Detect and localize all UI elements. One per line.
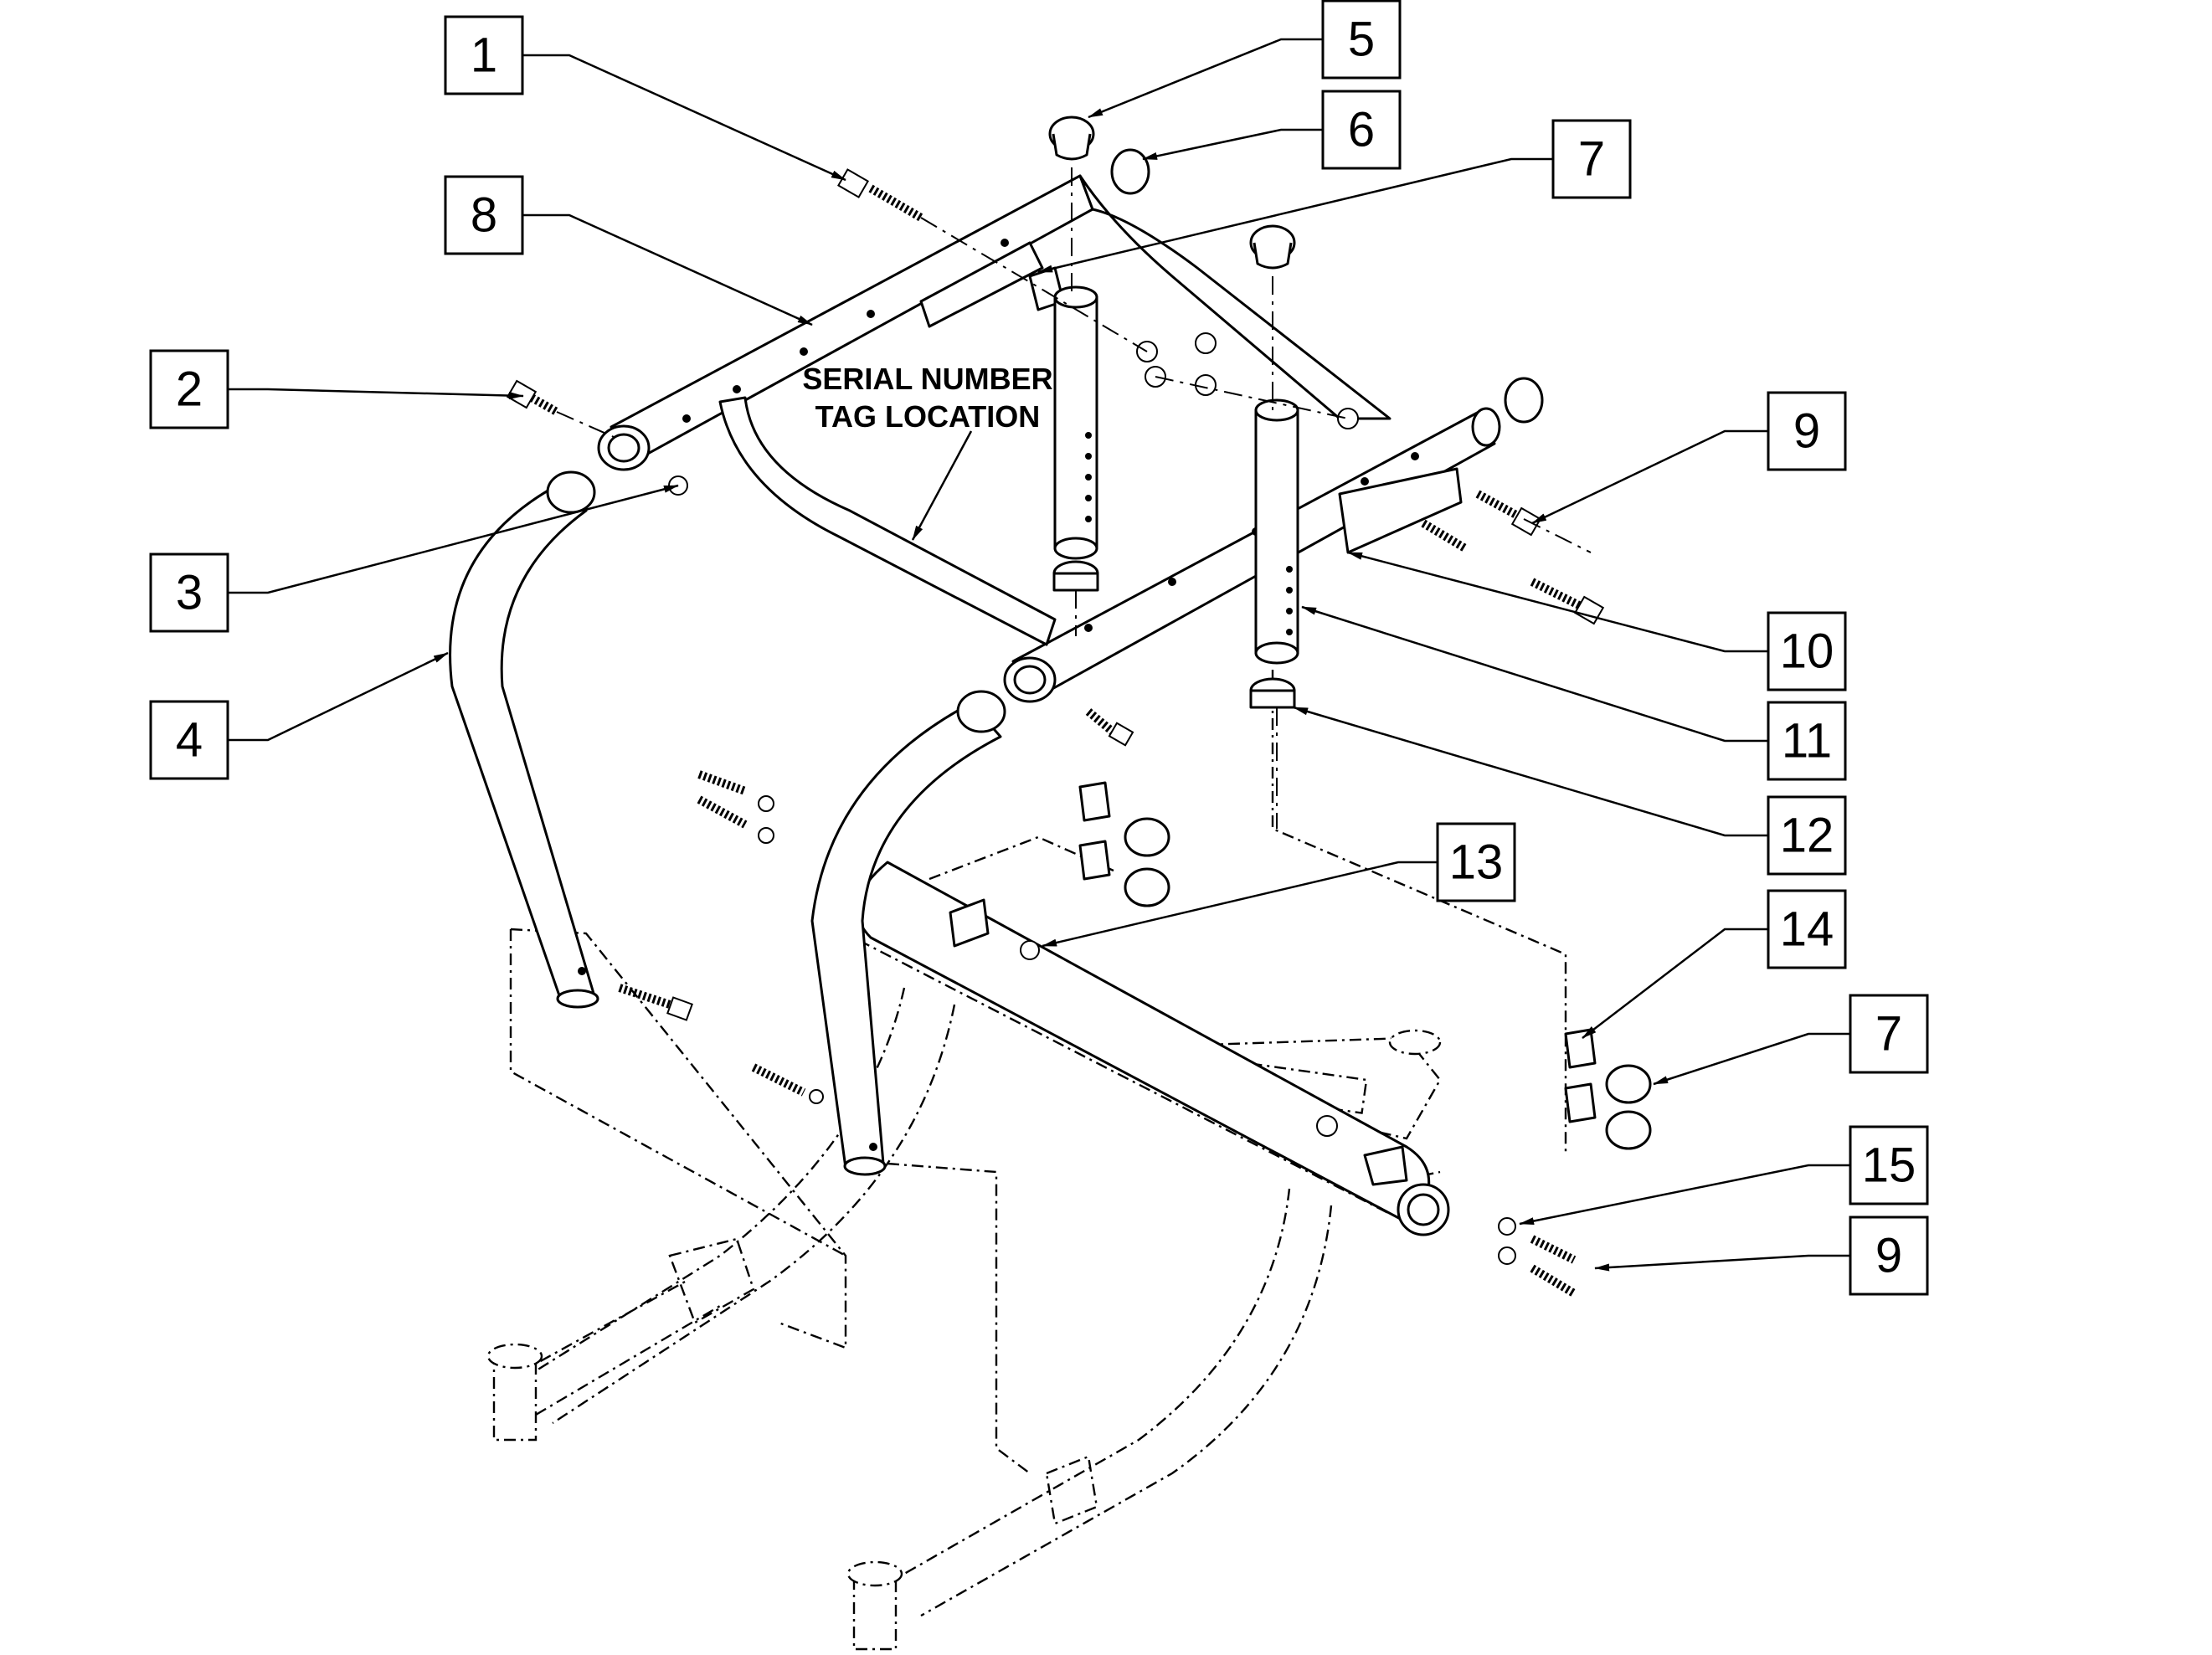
svg-text:2: 2: [176, 362, 203, 417]
left-side-tube: [449, 470, 599, 1009]
callout-8: 8: [444, 175, 524, 255]
post-caps: [1048, 116, 1296, 709]
lower-hinge-tube: [856, 861, 1450, 1236]
phantom-base-frame: [486, 670, 1567, 1651]
svg-text:12: 12: [1780, 809, 1834, 863]
svg-text:9: 9: [1793, 404, 1820, 459]
svg-text:10: 10: [1780, 624, 1834, 679]
svg-text:9: 9: [1875, 1229, 1902, 1283]
seat-frame: [597, 148, 1544, 703]
callout-1: 1: [444, 15, 524, 95]
callout-3: 3: [149, 553, 229, 633]
svg-text:7: 7: [1578, 132, 1605, 187]
callout-14: 14: [1767, 889, 1847, 969]
serial-tag-label-line1: SERIAL NUMBER: [802, 362, 1052, 396]
callout-9-top: 9: [1767, 391, 1847, 471]
svg-text:6: 6: [1348, 103, 1375, 157]
callout-4: 4: [149, 700, 229, 780]
callout-6: 6: [1321, 90, 1402, 170]
callout-5: 5: [1321, 0, 1402, 80]
callout-7-top: 7: [1551, 119, 1632, 199]
svg-text:7: 7: [1875, 1007, 1902, 1061]
callout-7-bottom: 7: [1849, 994, 1929, 1074]
svg-text:11: 11: [1782, 714, 1832, 768]
svg-text:15: 15: [1862, 1138, 1916, 1193]
callout-12: 12: [1767, 795, 1847, 876]
svg-text:4: 4: [176, 713, 203, 768]
mounting-blocks: [1078, 781, 1652, 1150]
svg-text:13: 13: [1449, 835, 1504, 890]
callout-13: 13: [1436, 822, 1516, 902]
callout-9-bottom: 9: [1849, 1216, 1929, 1296]
serial-tag-label-line2: TAG LOCATION: [815, 399, 1041, 434]
callout-11: 11: [1767, 701, 1847, 781]
vertical-post-rear: [1053, 285, 1098, 560]
alignment-lines: [556, 167, 1592, 829]
serial-tag-leader: [911, 430, 973, 541]
svg-text:8: 8: [471, 188, 497, 243]
callout-15: 15: [1849, 1125, 1929, 1205]
right-side-tube: [810, 690, 1006, 1176]
svg-text:14: 14: [1780, 902, 1834, 957]
callout-leaders: [228, 38, 1850, 1272]
callout-2: 2: [149, 349, 229, 429]
callout-10: 10: [1767, 611, 1847, 691]
svg-text:5: 5: [1348, 13, 1375, 67]
svg-text:3: 3: [176, 566, 203, 620]
svg-text:1: 1: [471, 28, 497, 83]
vertical-post-front: [1254, 398, 1299, 665]
